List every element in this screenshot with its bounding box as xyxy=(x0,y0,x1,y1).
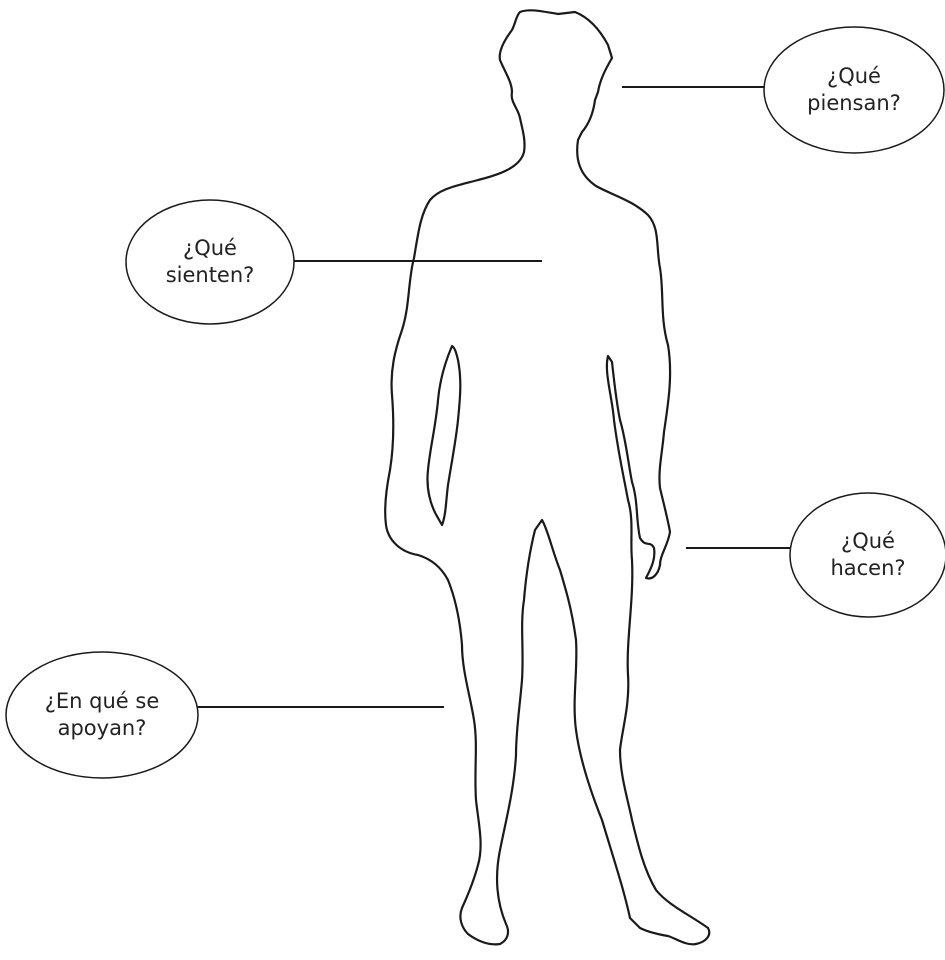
human-silhouette xyxy=(385,10,709,944)
connector-lines xyxy=(196,87,790,707)
callout-feel-line1: ¿Qué xyxy=(126,235,294,262)
callout-think-label: ¿Qué piensan? xyxy=(764,63,944,117)
callout-support-label: ¿En qué se apoyan? xyxy=(6,688,198,742)
callout-support-line1: ¿En qué se xyxy=(6,688,198,715)
callout-ellipses xyxy=(6,27,945,778)
callout-do-line1: ¿Qué xyxy=(790,528,945,555)
callout-think-line1: ¿Qué xyxy=(764,63,944,90)
callout-support-line2: apoyan? xyxy=(6,715,198,742)
callout-feel-label: ¿Qué sienten? xyxy=(126,235,294,289)
left-arm-gap xyxy=(427,346,460,525)
callout-do-label: ¿Qué hacen? xyxy=(790,528,945,582)
callout-feel-line2: sienten? xyxy=(126,262,294,289)
body-outline xyxy=(385,10,709,944)
callout-think-line2: piensan? xyxy=(764,90,944,117)
callout-do-line2: hacen? xyxy=(790,555,945,582)
